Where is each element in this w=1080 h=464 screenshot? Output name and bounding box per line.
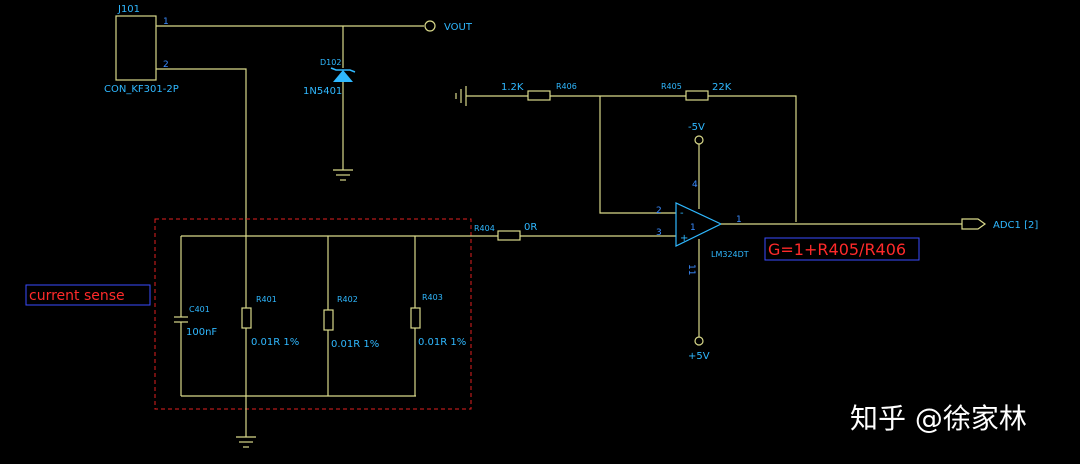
wire-inv-input — [599, 96, 676, 214]
ground-symbol-sense — [236, 436, 256, 448]
adc-port-arrow — [961, 218, 987, 230]
connector-j101 — [115, 15, 157, 81]
r403-value: 0.01R 1% — [418, 337, 466, 348]
opamp-part: LM324DT — [711, 250, 749, 259]
opamp-pin-vpos: 11 — [686, 264, 696, 275]
resistor-r401 — [241, 307, 252, 329]
connector-ref: J101 — [117, 4, 140, 15]
opamp-pin-noninv: 3 — [656, 228, 662, 238]
current-sense-label: current sense — [29, 288, 125, 304]
diode-ref: D102 — [320, 58, 341, 67]
supply-pos-label: +5V — [688, 351, 710, 362]
gain-formula-box — [764, 237, 920, 261]
diode-cathode-bar — [330, 67, 356, 73]
adc-label: ADC1 [2] — [993, 220, 1038, 231]
resistor-r403 — [410, 307, 421, 329]
opamp-plus: + — [680, 233, 688, 244]
opamp-pin-inv: 2 — [656, 206, 662, 216]
opamp-minus: - — [680, 208, 684, 219]
resistor-r404 — [497, 230, 521, 241]
r401-value: 0.01R 1% — [251, 337, 299, 348]
opamp-pin-out: 1 — [736, 215, 742, 225]
ground-symbol-diode — [333, 169, 353, 181]
r402-ref: R402 — [337, 295, 358, 304]
r406-ref: R406 — [556, 82, 577, 91]
connector-pin2: 2 — [163, 60, 169, 70]
gain-formula: G=1+R405/R406 — [768, 240, 906, 259]
vout-terminal — [424, 20, 436, 32]
wire-pin2 — [156, 68, 247, 236]
r403-ref: R403 — [422, 293, 443, 302]
current-sense-label-box — [25, 284, 151, 306]
supply-neg-terminal — [694, 135, 704, 145]
r405-ref: R405 — [661, 82, 682, 91]
diode-d102 — [333, 70, 353, 82]
opamp-unit: 1 — [690, 223, 696, 233]
opamp-pin-vneg: 4 — [692, 180, 698, 190]
resistor-r402 — [323, 309, 334, 331]
r406-value: 1.2K — [501, 82, 524, 93]
opamp-lm324 — [675, 202, 723, 247]
connector-pin1: 1 — [163, 17, 169, 27]
supply-pos-terminal — [694, 336, 704, 346]
supply-neg-label: -5V — [688, 122, 705, 133]
r405-value: 22K — [712, 82, 732, 93]
c401-value: 100nF — [186, 327, 217, 338]
connector-part: CON_KF301-2P — [104, 84, 179, 95]
wire-r405-feedback — [708, 95, 797, 222]
c401-ref: C401 — [189, 305, 210, 314]
watermark: 知乎 @徐家林 — [850, 402, 1027, 435]
r402-value: 0.01R 1% — [331, 339, 379, 350]
current-sense-box — [154, 218, 472, 410]
resistor-r405 — [685, 90, 709, 101]
resistor-r406 — [527, 90, 551, 101]
ground-symbol-feedback — [455, 86, 467, 106]
r404-value: 0R — [524, 222, 537, 233]
r401-ref: R401 — [256, 295, 277, 304]
vout-label: VOUT — [444, 22, 473, 33]
diode-part: 1N5401 — [303, 86, 342, 97]
r404-ref: R404 — [474, 224, 495, 233]
